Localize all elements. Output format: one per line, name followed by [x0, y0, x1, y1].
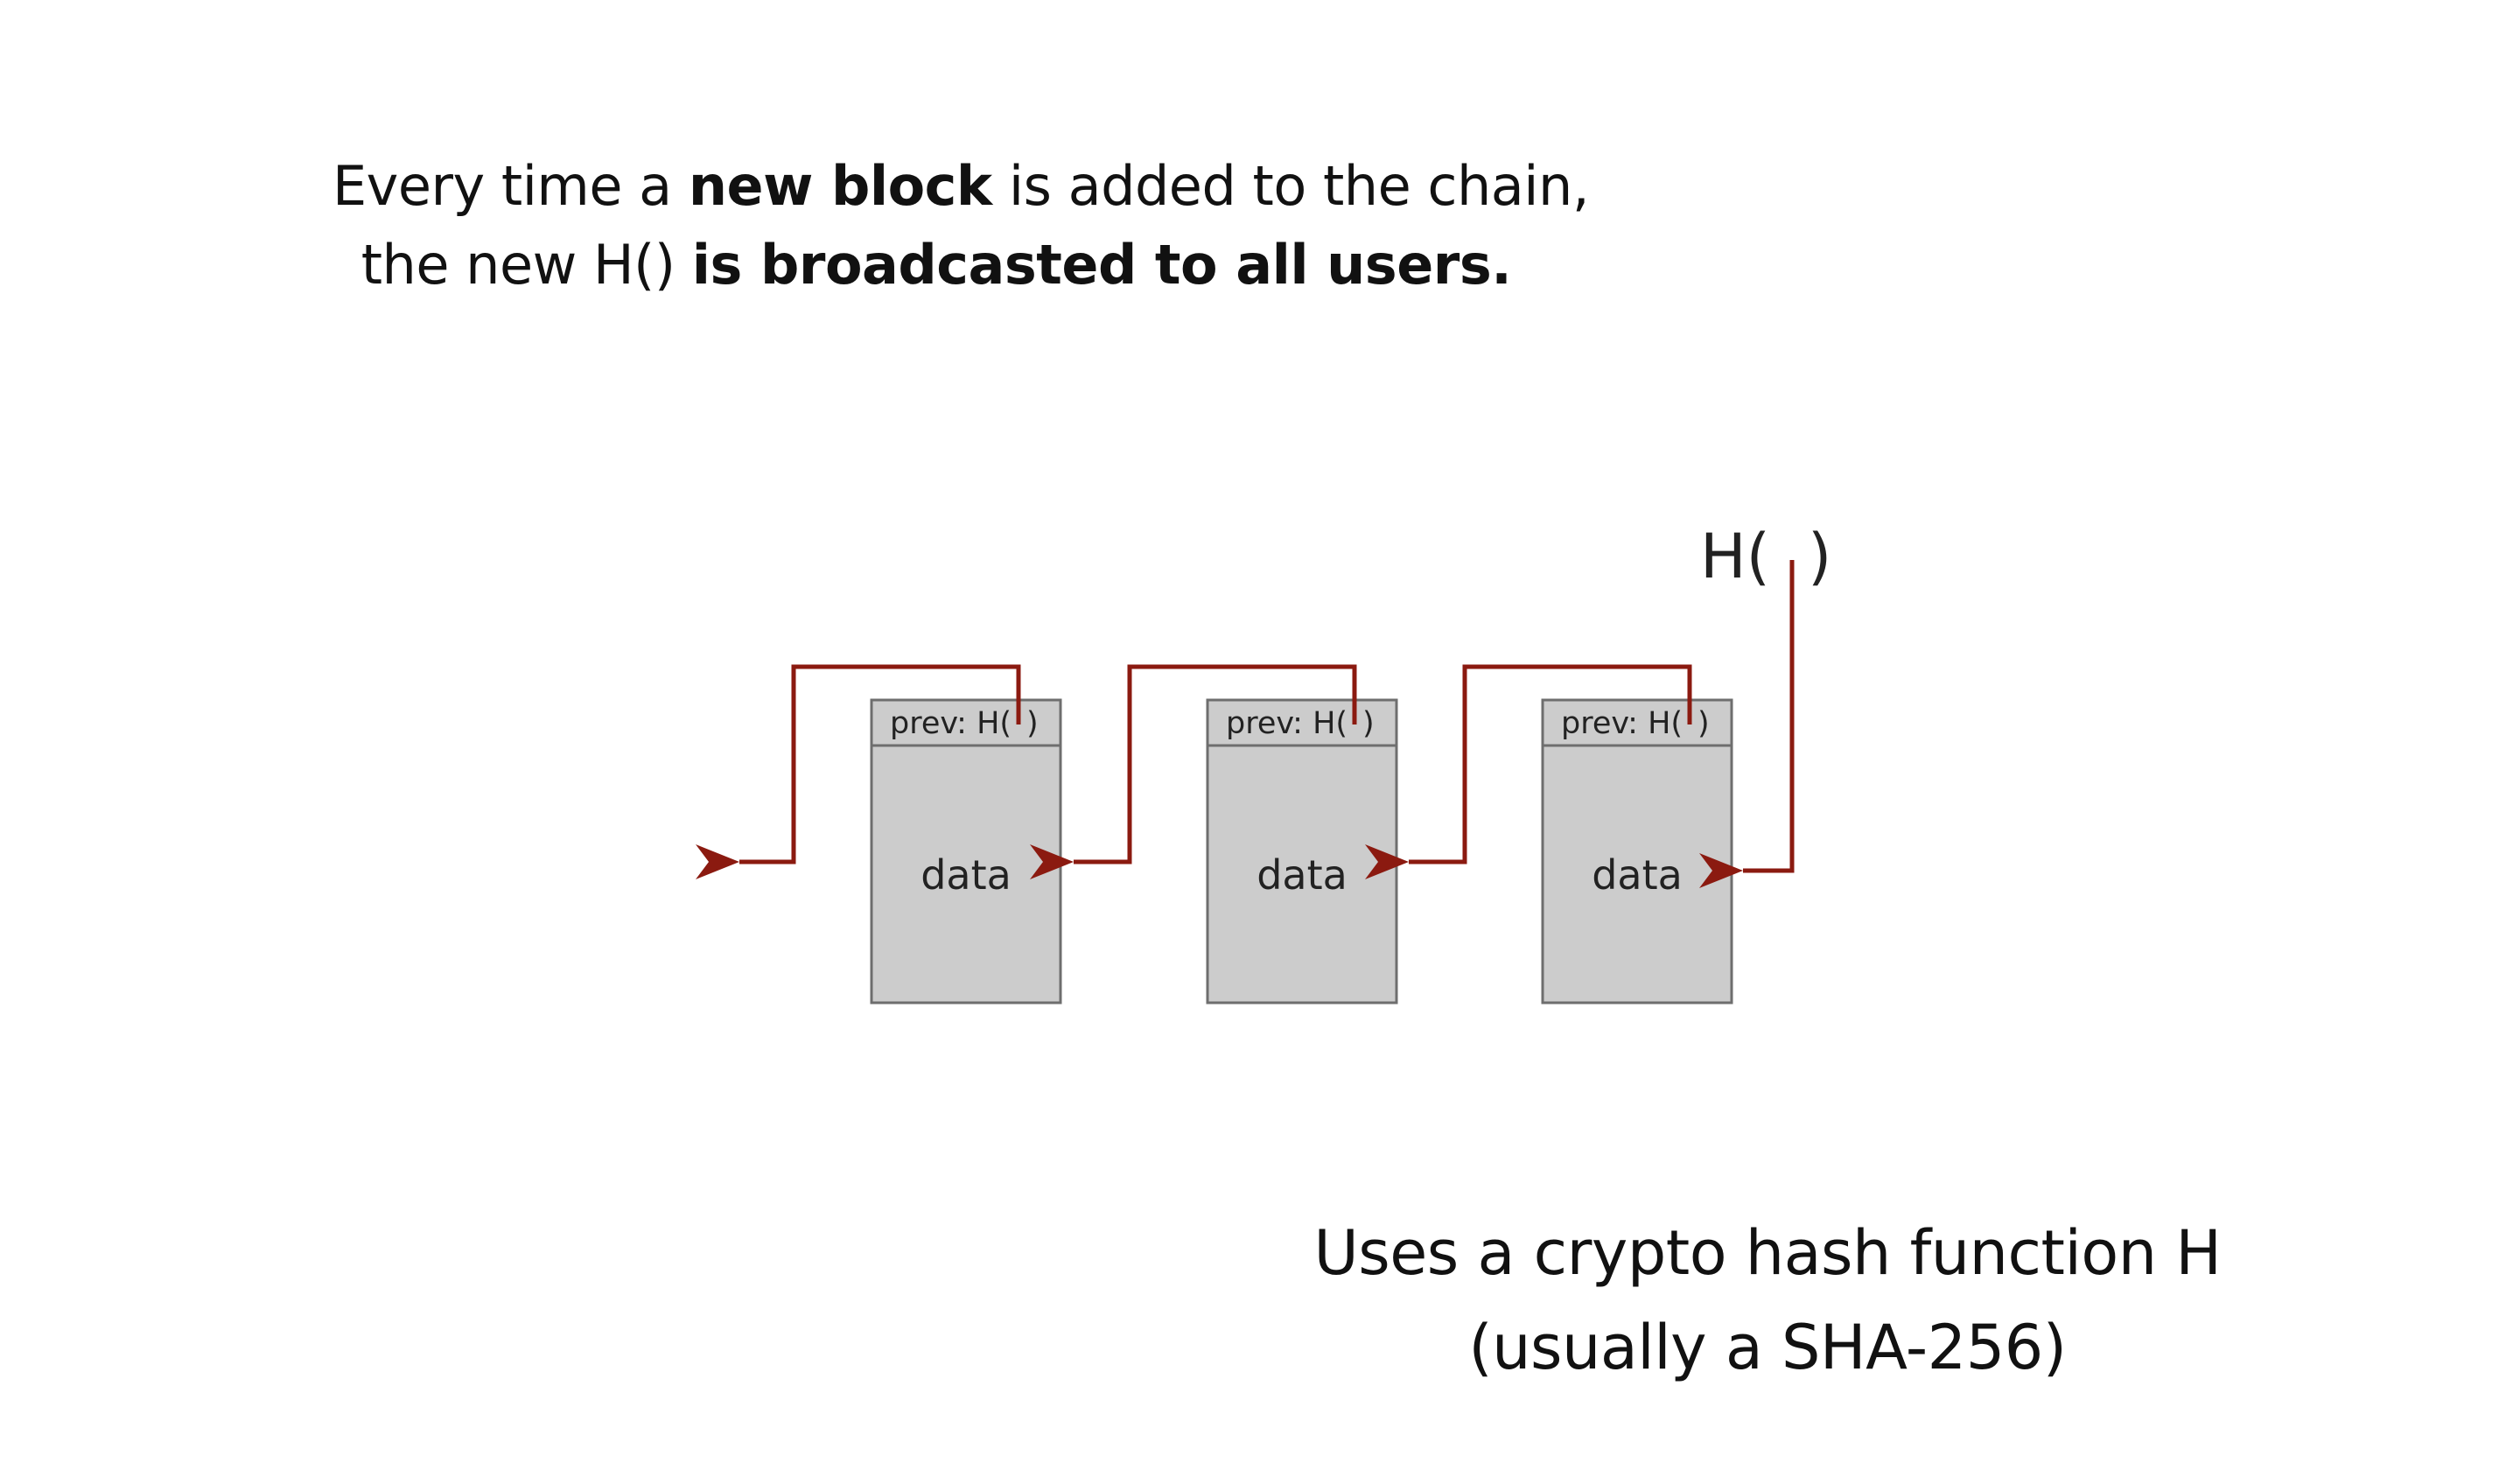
- headline-line-2-bold: is broadcasted to all users.: [691, 233, 1512, 297]
- block-3: prev: H( ) data: [1541, 698, 1733, 1004]
- block-2-header-prefix: prev: H(: [1226, 706, 1348, 741]
- block-3-data-label: data: [1592, 851, 1683, 899]
- block-1-header-prefix: prev: H(: [890, 706, 1012, 741]
- block-1: prev: H( ) data: [870, 698, 1062, 1004]
- headline: Every time a new block is added to the c…: [332, 147, 1590, 304]
- block-1-body: [870, 698, 1062, 1004]
- block-1-prev-pointer-arrow: [696, 664, 1021, 879]
- headline-line-1-bold: new block: [688, 154, 992, 218]
- block-2-header-suffix: ): [1362, 706, 1375, 741]
- block-2-data-label: data: [1256, 851, 1348, 899]
- headline-line-2: the new H() is broadcasted to all users.: [332, 226, 1540, 304]
- head-pointer-arrow: [1699, 560, 1795, 888]
- head-hash-suffix: ): [1808, 521, 1831, 592]
- block-2: prev: H( ) data: [1206, 698, 1398, 1004]
- block-3-prev-pointer-arrow: [1365, 664, 1692, 879]
- caption: Uses a crypto hash function H (usually a…: [1260, 1206, 2275, 1395]
- headline-line-2-prefix: the new H(): [360, 233, 692, 297]
- head-hash-prefix: H(: [1700, 521, 1770, 592]
- headline-line-1-prefix: Every time a: [332, 154, 689, 218]
- headline-line-1-suffix: is added to the chain,: [991, 154, 1590, 218]
- block-3-header-prefix: prev: H(: [1561, 706, 1683, 741]
- caption-line-2: (usually a SHA-256): [1468, 1312, 2067, 1383]
- block-1-data-label: data: [920, 851, 1012, 899]
- headline-line-1: Every time a new block is added to the c…: [332, 147, 1590, 226]
- block-2-prev-pointer-arrow: [1030, 664, 1357, 879]
- block-3-body: [1541, 698, 1733, 1004]
- block-1-header-suffix: ): [1026, 706, 1039, 741]
- block-3-header-suffix: ): [1698, 706, 1710, 741]
- caption-line-1: Uses a crypto hash function H: [1313, 1217, 2222, 1289]
